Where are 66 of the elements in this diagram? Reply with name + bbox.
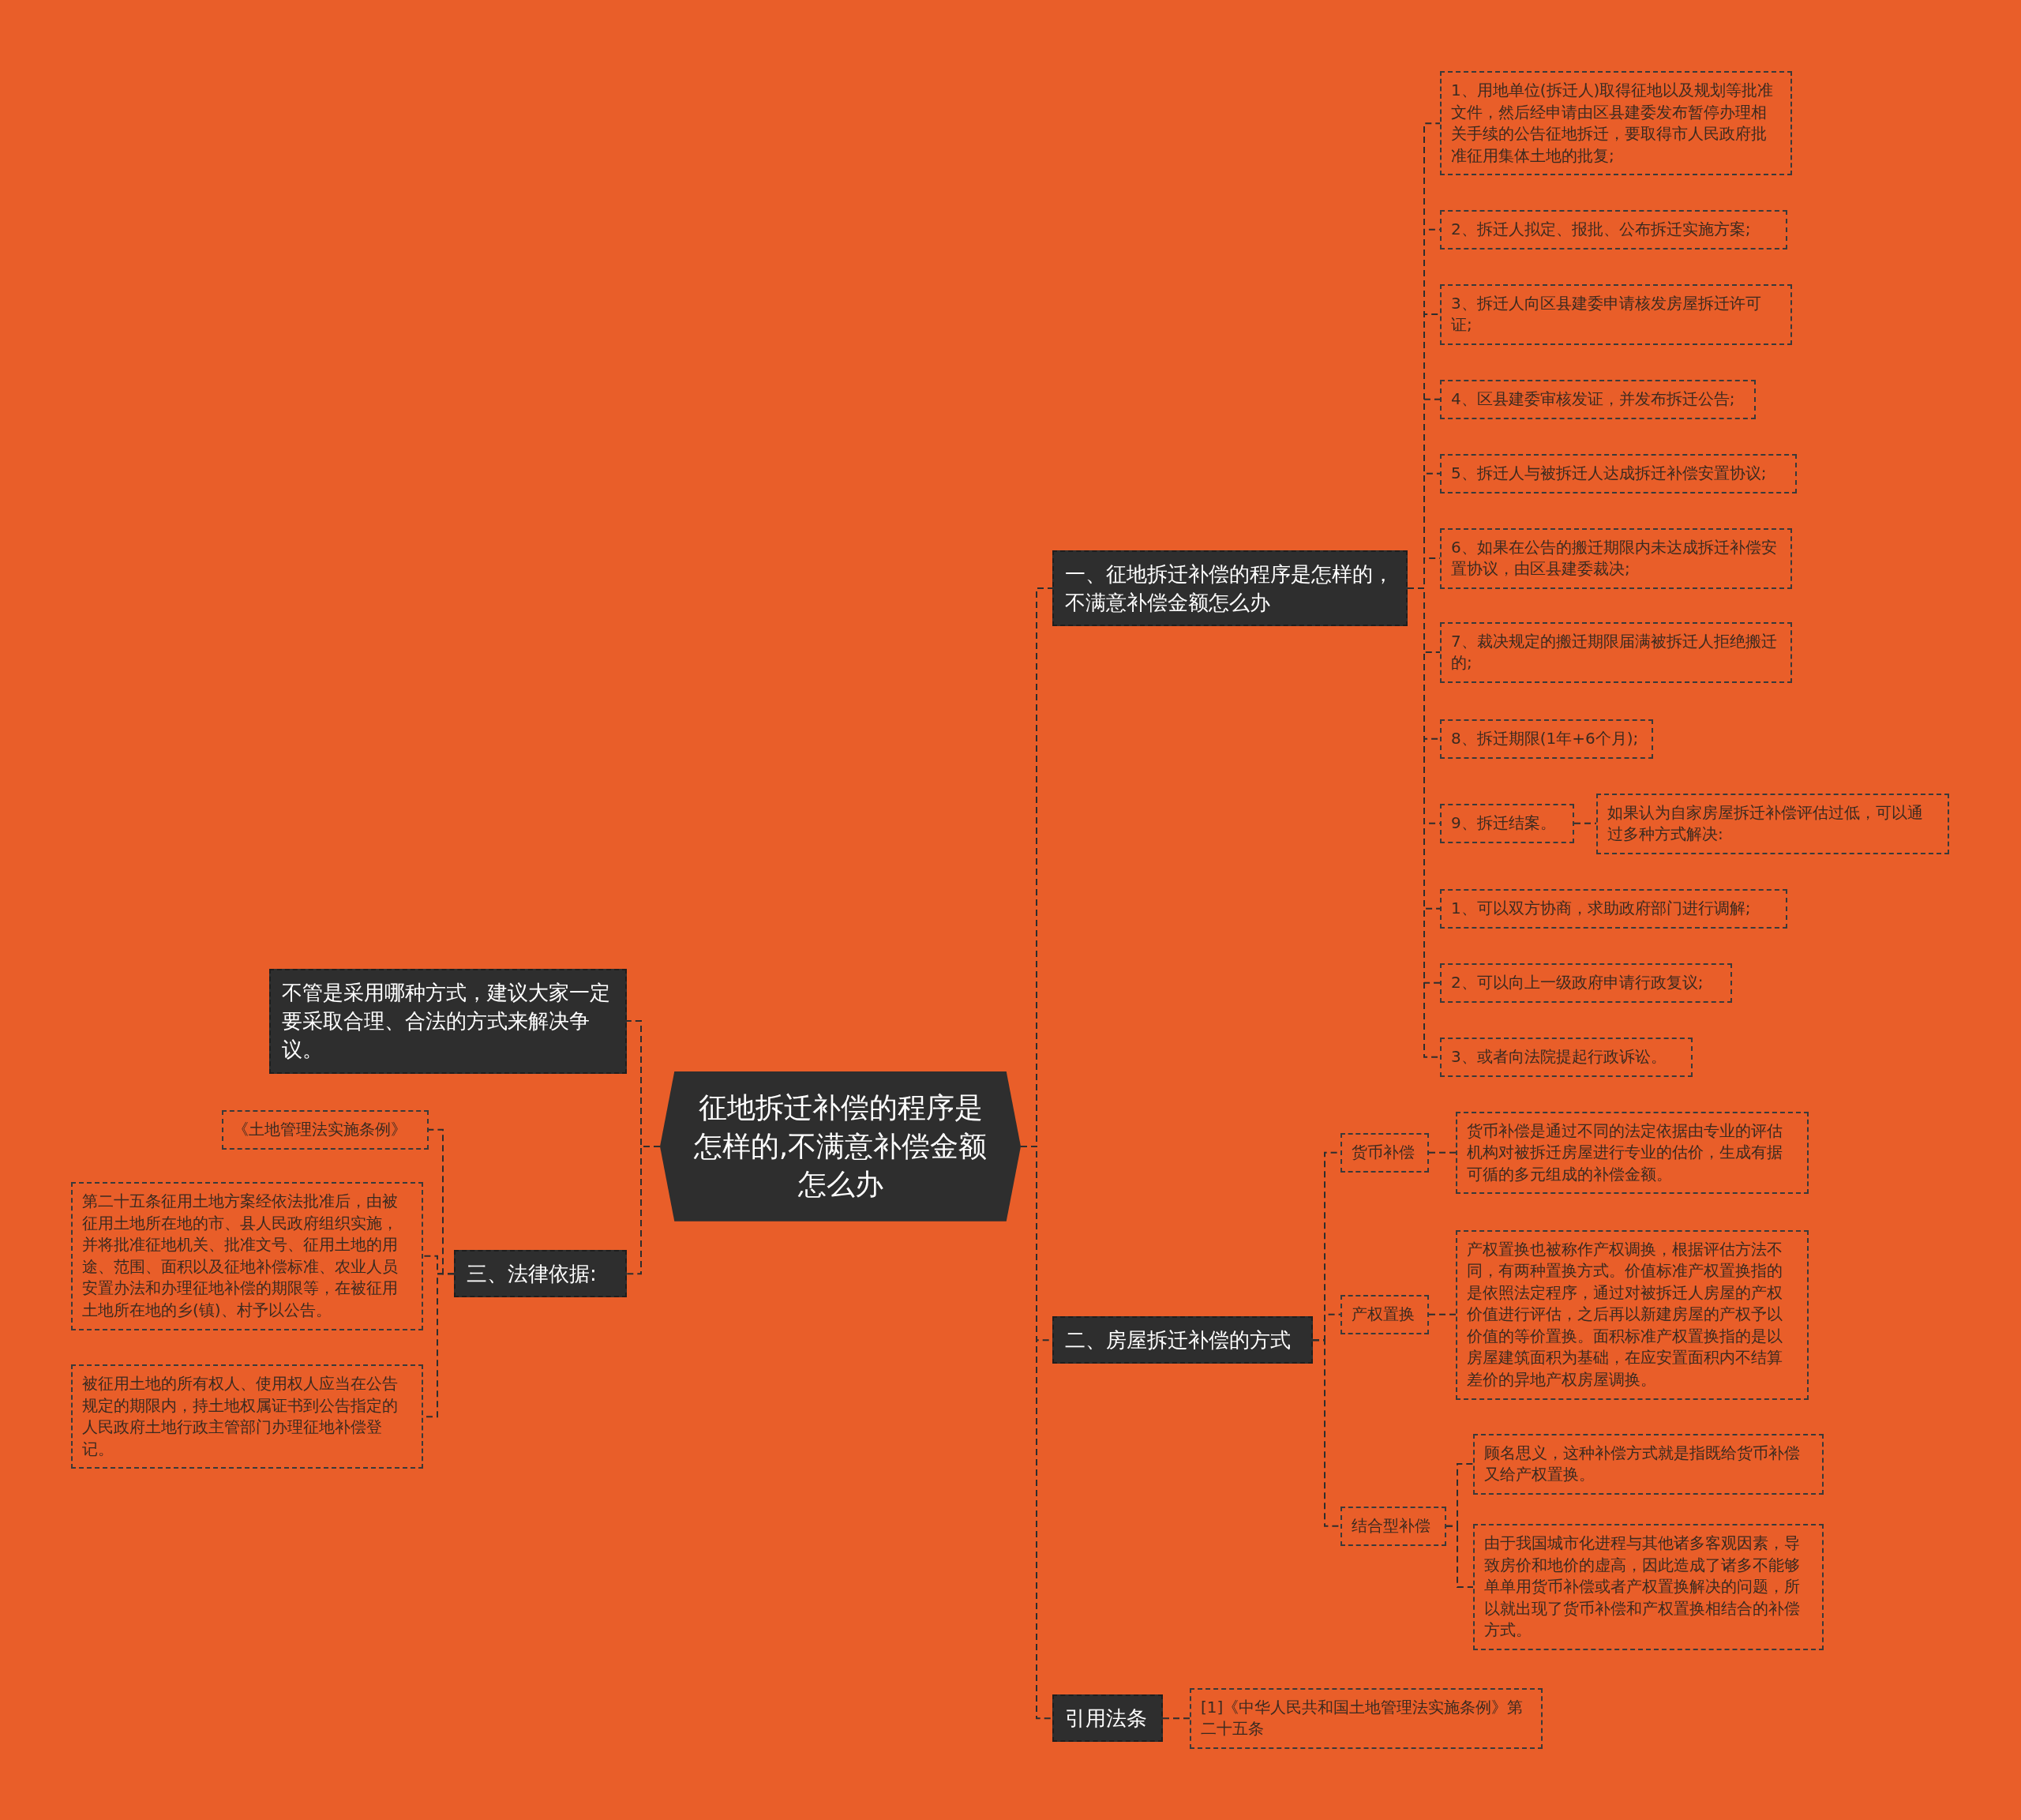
connector-line [1162, 1717, 1190, 1720]
connector-line [1445, 1525, 1474, 1588]
note-box [1440, 889, 1787, 929]
note-box [1440, 454, 1797, 493]
note-text: 如果认为自家房屋拆迁补偿评估过低，可以通过多种方式解决: [1607, 801, 1924, 846]
note-box [1456, 1111, 1809, 1195]
note-box [1340, 1507, 1446, 1546]
topic-box [269, 968, 627, 1074]
topic-text: 三、法律依据: [467, 1261, 598, 1287]
note-text: 2、可以向上一级政府申请行政复议; [1451, 972, 1704, 993]
note-box [71, 1182, 423, 1330]
central-topic-shape [660, 1071, 1021, 1221]
topic-box [1052, 1694, 1163, 1743]
connector-line [626, 1145, 661, 1275]
note-text: 被征用土地的所有权人、使用权人应当在公告规定的期限内，持土地权属证书到公告指定的人民政府土地行政主管部门办理征地补偿登记。 [82, 1373, 399, 1460]
connector-line [1428, 1313, 1457, 1315]
note-text: 产权置换 [1352, 1304, 1415, 1325]
note-text: 货币补偿是通过不同的法定依据由专业的评估机构对被拆迁房屋进行专业的估价，生成有据可循的多元组成的补偿金额。 [1467, 1120, 1783, 1185]
note-box [1340, 1295, 1429, 1334]
note-text: 9、拆迁结案。 [1451, 812, 1557, 834]
topic-box [1052, 550, 1408, 627]
note-text: 7、裁决规定的搬迁期限届满被拆迁人拒绝搬迁的; [1451, 630, 1778, 674]
topic-text: 一、征地拆迁补偿的程序是怎样的，不满意补偿金额怎么办 [1065, 561, 1394, 616]
note-text: 顾名思义，这种补偿方式就是指既给货币补偿又给产权置换。 [1484, 1442, 1801, 1486]
note-box [1456, 1229, 1809, 1400]
note-box [1440, 283, 1792, 345]
note-text: 4、区县建委审核发证，并发布拆迁公告; [1451, 388, 1736, 410]
note-text: 结合型补偿 [1352, 1515, 1431, 1537]
note-box [1440, 1038, 1693, 1077]
note-text: 货币补偿 [1352, 1142, 1415, 1163]
note-text: 3、拆迁人向区县建委申请核发房屋拆迁许可证; [1451, 292, 1762, 336]
note-box [1190, 1687, 1543, 1749]
topic-box [1052, 1316, 1313, 1364]
note-box [1440, 963, 1732, 1003]
note-box [1440, 804, 1574, 843]
topic-text: 不管是采用哪种方式，建议大家一定要采取合理、合法的方式来解决争议。 [282, 979, 611, 1064]
note-text: 5、拆迁人与被拆迁人达成拆迁补偿安置协议; [1451, 463, 1768, 484]
note-box [1440, 719, 1653, 759]
note-text: [1]《中华人民共和国土地管理法实施条例》第二十五条 [1201, 1696, 1524, 1740]
note-text: 产权置换也被称作产权调换，根据评估方法不同，有两种置换方式。价值标准产权置换指的是依照法定程序，通过对被拆迁人房屋的产权价值进行评估，之后再以新建房屋的产权予以价值的等价置换。面积标准产权置换指的是以房屋建筑面积为基础，在应安置面积内不结算差价的异地产权房屋调换。 [1467, 1238, 1783, 1391]
note-text: 3、或者向法院提起行政诉讼。 [1451, 1046, 1667, 1068]
topic-text: 征地拆迁补偿的程序是怎样的,不满意补偿金额怎么办 [692, 1090, 988, 1203]
note-box [1473, 1433, 1824, 1495]
note-text: 1、可以双方协商，求助政府部门进行调解; [1451, 898, 1752, 919]
topic-text: 引用法条 [1065, 1706, 1148, 1732]
note-box [71, 1364, 423, 1469]
note-box [1440, 621, 1792, 683]
note-box [1473, 1524, 1824, 1650]
note-text: 第二十五条征用土地方案经依法批准后，由被征用土地所在地的市、县人民政府组织实施，并将批准征地机关、批准文号、征用土地的用途、范围、面积以及征地补偿标准、农业人员安置办法和办理征地补偿的期限等，在被征用土地所在地的乡(镇)、村予以公告。 [82, 1191, 399, 1321]
note-box [1440, 380, 1756, 419]
note-text: 《土地管理法实施条例》 [233, 1119, 407, 1140]
connector-line [1428, 1151, 1457, 1154]
note-box [222, 1110, 429, 1150]
note-text: 由于我国城市化进程与其他诸多客观因素，导致房价和地价的虚高，因此造成了诸多不能够单单用货币补偿或者产权置换解决的问题，所以就出现了货币补偿和产权置换相结合的补偿方式。 [1484, 1533, 1801, 1642]
note-text: 6、如果在公告的搬迁期限内未达成拆迁补偿安置协议，由区县建委裁决; [1451, 536, 1778, 580]
note-box [1596, 793, 1949, 854]
note-box [1440, 71, 1792, 176]
connector-line [1573, 822, 1597, 824]
note-text: 8、拆迁期限(1年+6个月); [1451, 728, 1640, 749]
topic-text: 二、房屋拆迁补偿的方式 [1065, 1327, 1292, 1353]
note-box [1440, 527, 1792, 589]
topic-box [454, 1250, 627, 1298]
note-text: 2、拆迁人拟定、报批、公布拆迁实施方案; [1451, 219, 1752, 240]
note-text: 1、用地单位(拆迁人)取得征地以及规划等批准文件，然后经申请由区县建委发布暂停办理相关手续的公告征地拆迁，要取得市人民政府批准征用集体土地的批复; [1451, 80, 1775, 167]
note-box [1340, 1133, 1429, 1173]
note-box [1440, 210, 1787, 250]
